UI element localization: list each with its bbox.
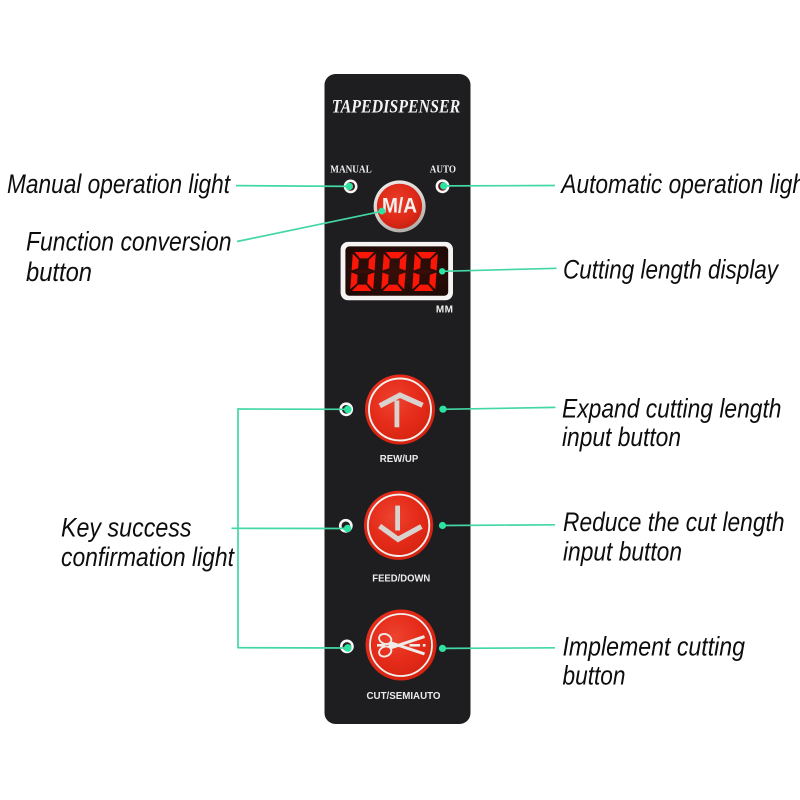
svg-text:Implement cutting: Implement cutting <box>563 632 746 662</box>
svg-text:Function conversion: Function conversion <box>26 227 232 257</box>
svg-text:Automatic operation light: Automatic operation light <box>560 169 800 199</box>
svg-text:input button: input button <box>563 536 682 566</box>
svg-text:CUT/SEMIAUTO: CUT/SEMIAUTO <box>367 690 441 702</box>
svg-text:Expand cutting length: Expand cutting length <box>562 393 782 423</box>
svg-text:MANUAL: MANUAL <box>330 165 372 176</box>
svg-text:REW/UP: REW/UP <box>380 453 419 465</box>
svg-text:TAPEDISPENSER: TAPEDISPENSER <box>332 97 461 118</box>
svg-text:AUTO: AUTO <box>430 165 456 176</box>
svg-text:Reduce the cut length: Reduce the cut length <box>563 507 785 537</box>
svg-text:confirmation light: confirmation light <box>61 542 235 572</box>
svg-text:M/A: M/A <box>382 195 417 218</box>
svg-text:input button: input button <box>562 422 681 452</box>
svg-text:Cutting length display: Cutting length display <box>563 255 779 285</box>
svg-text:MM: MM <box>436 305 454 316</box>
svg-text:FEED/DOWN: FEED/DOWN <box>372 573 430 585</box>
svg-text:Key success: Key success <box>61 513 192 543</box>
svg-text:Manual operation light: Manual operation light <box>7 169 231 199</box>
svg-text:button: button <box>26 257 92 287</box>
svg-text:button: button <box>563 660 626 690</box>
